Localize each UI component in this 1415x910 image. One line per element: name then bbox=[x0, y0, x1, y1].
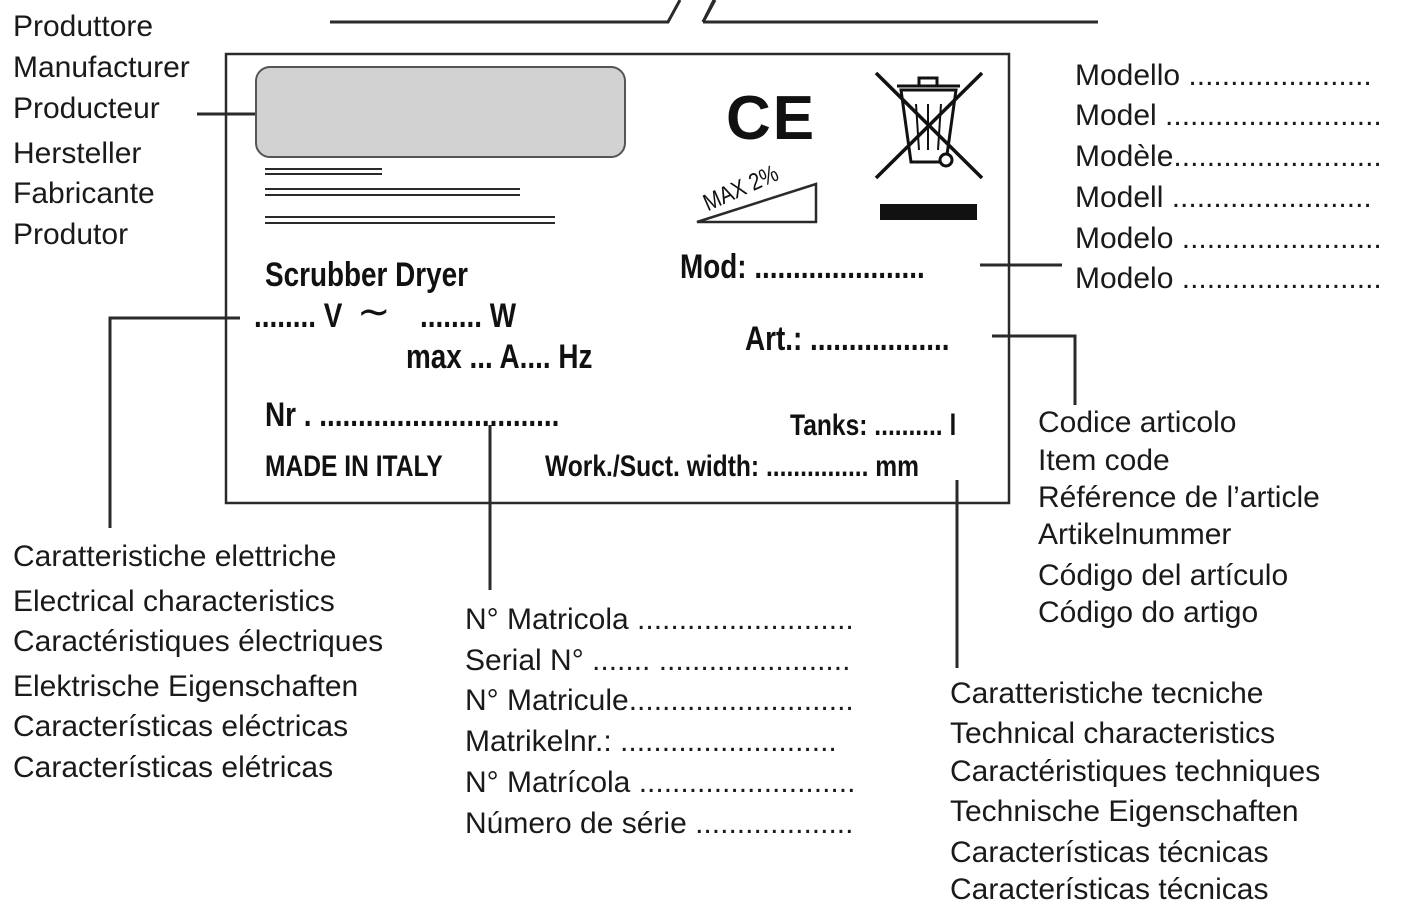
ac-symbol: ∼ bbox=[357, 290, 391, 334]
manufacturer-label-de: Hersteller bbox=[13, 137, 142, 170]
item-code-label-fr: Référence de l’article bbox=[1038, 481, 1320, 514]
serial-label-pt: Número de série ................... bbox=[465, 807, 854, 840]
electrical-leader bbox=[108, 316, 240, 528]
electrical-label-en: Electrical characteristics bbox=[13, 585, 335, 618]
mod-field: Mod: ...................... bbox=[680, 248, 925, 286]
electrical-label-fr: Caractéristiques électriques bbox=[13, 625, 384, 658]
technical-label-en: Technical characteristics bbox=[950, 717, 1276, 750]
model-label-en: Model .......................... bbox=[1075, 99, 1382, 132]
model-label-it: Modello ...................... bbox=[1075, 59, 1372, 92]
voltage-field: ........ V bbox=[254, 297, 343, 335]
serial-label-de: Matrikelnr.: .......................... bbox=[465, 725, 837, 758]
manufacturer-label-fr: Producteur bbox=[13, 92, 160, 125]
item-code-label-de: Artikelnummer bbox=[1038, 518, 1232, 551]
power-field: ........ W bbox=[420, 297, 517, 335]
slope-triangle bbox=[696, 182, 818, 224]
manufacturer-label-en: Manufacturer bbox=[13, 51, 190, 84]
model-label-fr: Modèle......................... bbox=[1075, 140, 1382, 173]
item-code-label-it: Codice articolo bbox=[1038, 406, 1237, 439]
model-label-es: Modelo ........................ bbox=[1075, 222, 1382, 255]
electrical-label-es: Características eléctricas bbox=[13, 710, 349, 743]
technical-label-fr: Caractéristiques techniques bbox=[950, 755, 1321, 788]
item-code-label-pt: Código do artigo bbox=[1038, 596, 1259, 629]
electrical-label-it: Caratteristiche elettriche bbox=[13, 540, 337, 573]
top-leader-left bbox=[330, 0, 682, 24]
weee-bin-icon bbox=[874, 71, 984, 180]
manufacturer-logo-box bbox=[255, 66, 626, 158]
plate-border bbox=[224, 52, 1011, 505]
ce-mark: CE bbox=[726, 84, 817, 153]
technical-label-de: Technische Eigenschaften bbox=[950, 795, 1299, 828]
technical-label-it: Caratteristiche tecniche bbox=[950, 677, 1264, 710]
technical-label-es: Características técnicas bbox=[950, 836, 1269, 869]
manufacturer-label-it: Produttore bbox=[13, 10, 154, 43]
electrical-label-de: Elektrische Eigenschaften bbox=[13, 670, 359, 703]
width-field: Work./Suct. width: ............... mm bbox=[545, 450, 920, 483]
manufacturer-label-pt: Produtor bbox=[13, 218, 129, 251]
weee-bar bbox=[880, 204, 977, 220]
model-label-de: Modell ........................ bbox=[1075, 181, 1372, 214]
serial-label-es: N° Matrícola .......................... bbox=[465, 766, 856, 799]
serial-label-en: Serial N° ....... ......................… bbox=[465, 644, 851, 677]
electrical-label-pt: Características elétricas bbox=[13, 751, 334, 784]
model-label-pt: Modelo ........................ bbox=[1075, 262, 1382, 295]
serial-label-fr: N° Matricule........................... bbox=[465, 684, 854, 717]
made-in-label: MADE IN ITALY bbox=[265, 450, 443, 483]
product-name: Scrubber Dryer bbox=[265, 256, 468, 294]
serial-label-it: N° Matricola .......................... bbox=[465, 603, 854, 636]
item-code-leader bbox=[992, 334, 1077, 405]
nr-field: Nr . ............................... bbox=[265, 396, 560, 434]
manufacturer-label-es: Fabricante bbox=[13, 177, 155, 210]
technical-label-pt: Características técnicas bbox=[950, 873, 1269, 906]
tanks-field: Tanks: .......... l bbox=[790, 409, 957, 442]
top-leader-right-slash bbox=[701, 0, 716, 23]
art-field: Art.: .................. bbox=[745, 320, 950, 358]
item-code-label-es: Código del artículo bbox=[1038, 559, 1289, 592]
item-code-label-en: Item code bbox=[1038, 444, 1170, 477]
current-freq-field: max ... A.... Hz bbox=[406, 338, 593, 376]
